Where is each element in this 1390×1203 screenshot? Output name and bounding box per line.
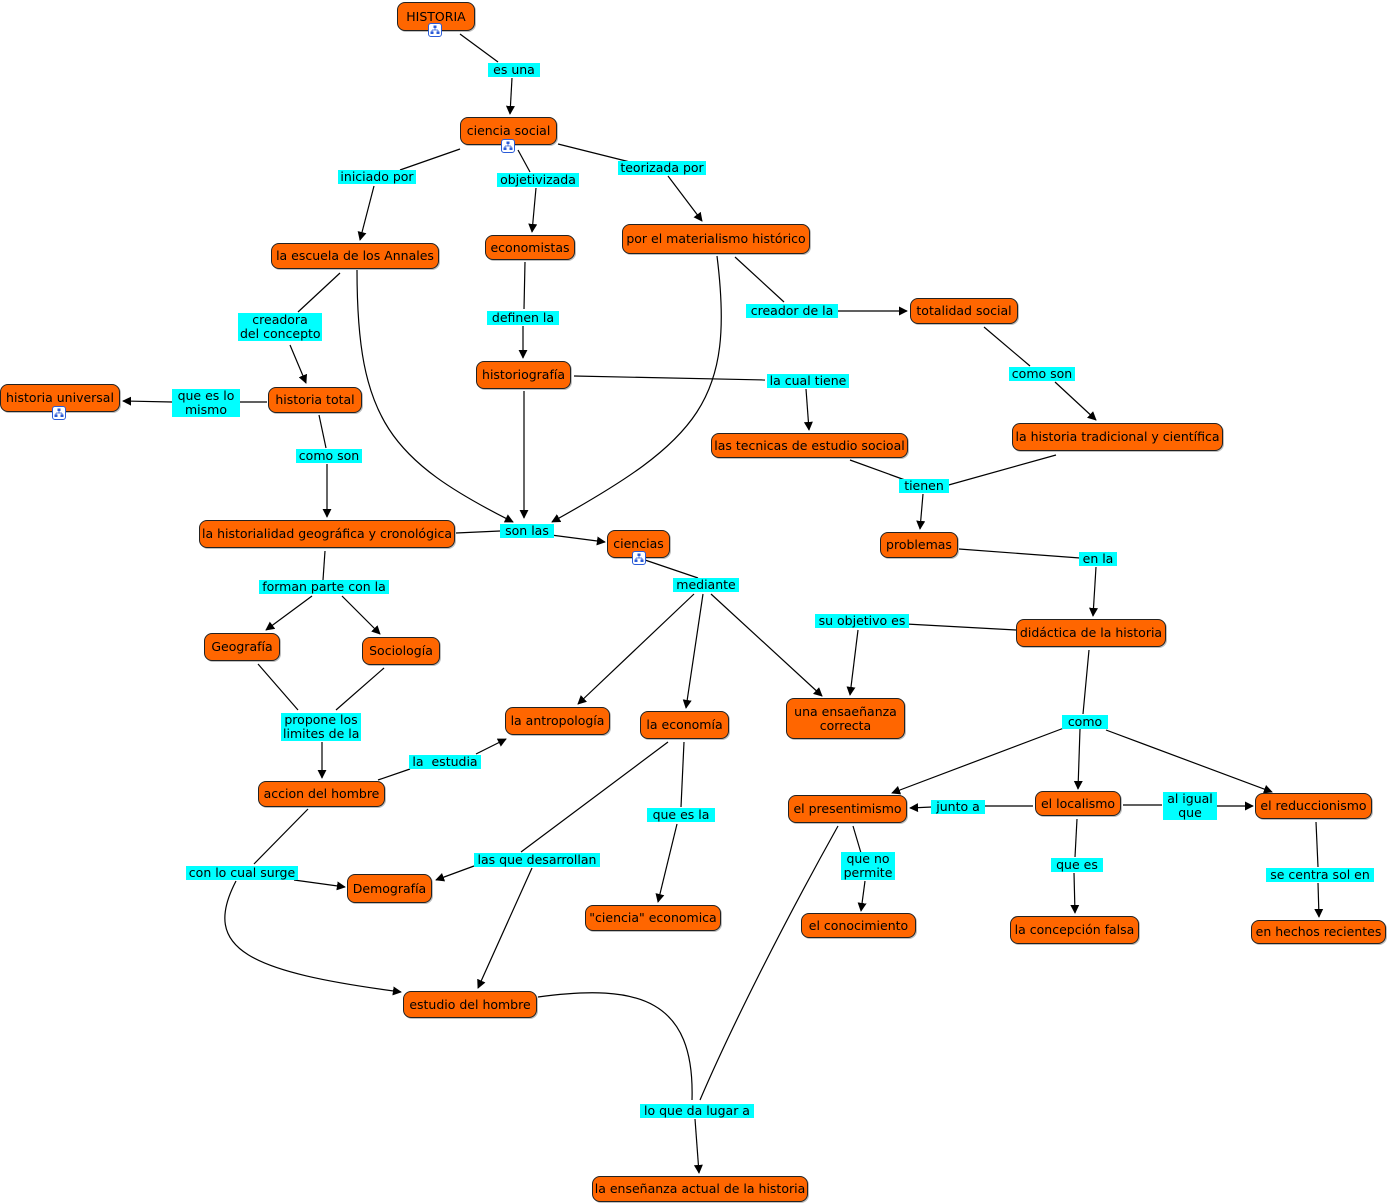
link-label-la-cual-tiene: la cual tiene [767, 374, 849, 388]
concept-label: ciencia social [466, 123, 551, 138]
concept-economistas[interactable]: economistas [485, 235, 575, 260]
link-label-como-son: como son [296, 449, 362, 463]
concept-hechos-recientes[interactable]: en hechos recientes [1251, 920, 1386, 944]
link-label-que-es-la: que es la [647, 808, 715, 822]
link-label-su-objetivo-es: su objetivo es [815, 614, 909, 628]
concept-concepcion-falsa[interactable]: la concepción falsa [1010, 916, 1139, 944]
concept-label: "ciencia" economica [589, 910, 717, 925]
concept-conocimiento[interactable]: el conocimiento [801, 913, 916, 938]
submap-icon[interactable] [52, 406, 66, 420]
concept-materialismo-historico[interactable]: por el materialismo histórico [622, 224, 810, 254]
concept-sociologia[interactable]: Sociología [362, 637, 440, 665]
link-label-las-que-desarrollan: las que desarrollan [474, 853, 600, 867]
link-label-como: como [1062, 715, 1108, 729]
concept-label: Sociología [369, 643, 433, 658]
link-label-en-la: en la [1079, 552, 1117, 566]
link-label-definen-la: definen la [487, 311, 559, 325]
concept-label: economistas [490, 239, 570, 255]
concept-totalidad-social[interactable]: totalidad social [910, 298, 1018, 324]
link-label-la-estudia: la estudia [409, 755, 481, 769]
concept-label: en hechos recientes [1255, 924, 1382, 939]
concept-label: la antropología [510, 713, 605, 728]
concept-antropologia[interactable]: la antropología [505, 707, 610, 735]
concept-estudio-hombre[interactable]: estudio del hombre [403, 991, 537, 1018]
concept-tecnicas-estudio[interactable]: las tecnicas de estudio socioal [711, 433, 908, 458]
concept-demografia[interactable]: Demografía [347, 874, 432, 903]
concept-label: el conocimiento [808, 917, 909, 933]
submap-icon[interactable] [632, 551, 646, 565]
concept-label: la historialidad geográfica y cronológic… [201, 526, 453, 541]
link-label-creadora-del-concepto: creadora del concepto [238, 312, 322, 341]
concept-historiografia[interactable]: historiografía [476, 361, 571, 389]
concept-label: por el materialismo histórico [626, 231, 806, 246]
concept-label: historia total [275, 392, 355, 407]
concept-ensenanza-correcta[interactable]: una ensaeñanza correcta [786, 698, 905, 739]
concept-label: historiografía [482, 367, 565, 382]
link-label-junto-a: junto a [931, 800, 985, 814]
concept-label: la economía [646, 717, 723, 732]
concept-label: la historia tradicional y científica [1015, 429, 1220, 444]
concept-ensenanza-actual[interactable]: la enseñanza actual de la historia [592, 1176, 808, 1202]
concept-label: el reduccionismo [1260, 798, 1367, 813]
concept-label: estudio del hombre [409, 996, 531, 1012]
link-label-creador-de-la: creador de la [746, 304, 838, 318]
link-label-es-una: es una [488, 63, 540, 77]
link-label-al-igual-que: al igual que [1163, 792, 1217, 820]
concept-historia-total[interactable]: historia total [268, 387, 362, 413]
link-label-mediante: mediante [673, 578, 739, 592]
concept-presentimismo[interactable]: el presentimismo [788, 795, 907, 823]
concept-label: accion del hombre [263, 786, 380, 801]
submap-icon[interactable] [428, 23, 442, 37]
concept-label: historia universal [6, 390, 114, 405]
link-label-lo-que-da-lugar-a: lo que da lugar a [640, 1104, 754, 1118]
concept-geografia[interactable]: Geografía [204, 633, 280, 661]
link-label-como-son: como son [1009, 367, 1075, 381]
link-label-teorizada-por: teorizada por [618, 161, 706, 175]
link-label-con-lo-cual-surge: con lo cual surge [186, 866, 298, 880]
concept-label: las tecnicas de estudio socioal [714, 437, 905, 453]
concept-historialidad[interactable]: la historialidad geográfica y cronológic… [199, 520, 455, 548]
concept-label: didáctica de la historia [1019, 625, 1163, 640]
concept-label: el localismo [1040, 795, 1116, 811]
concept-label: una ensaeñanza correcta [794, 703, 897, 733]
concept-label: ciencias [613, 536, 664, 551]
concept-escuela-annales[interactable]: la escuela de los Annales [271, 243, 439, 269]
concept-label: el presentimismo [793, 801, 902, 816]
concept-historia-tradicional[interactable]: la historia tradicional y científica [1012, 423, 1223, 451]
concept-label: Geografía [211, 639, 273, 654]
link-label-son-las: son las [500, 524, 554, 538]
concept-reduccionismo[interactable]: el reduccionismo [1255, 793, 1372, 819]
concept-didactica-historia[interactable]: didáctica de la historia [1016, 619, 1166, 647]
concept-label: la enseñanza actual de la historia [594, 1181, 806, 1196]
concept-problemas[interactable]: problemas [880, 532, 958, 558]
concept-ciencia-economica[interactable]: "ciencia" economica [585, 905, 721, 931]
concept-label: la concepción falsa [1014, 922, 1135, 937]
link-label-que-no-permite: que no permite [841, 852, 895, 880]
concept-label: la escuela de los Annales [276, 248, 434, 263]
link-label-se-centra-sol-en: se centra sol en [1266, 868, 1374, 882]
link-label-forman-parte-con-la: forman parte con la [259, 580, 389, 594]
link-label-objetivizada: objetivizada [497, 173, 579, 187]
link-label-iniciado-por: iniciado por [338, 170, 416, 184]
concept-localismo[interactable]: el localismo [1035, 791, 1121, 816]
concept-label: Demografía [352, 880, 427, 896]
link-label-que-es-lo-mismo: que es lo mismo [172, 389, 240, 417]
concept-label: problemas [886, 537, 952, 552]
link-label-que-es: que es [1051, 858, 1103, 872]
concept-label: HISTORIA [406, 8, 466, 24]
concept-label: totalidad social [916, 303, 1012, 318]
link-label-tienen: tienen [899, 479, 949, 493]
submap-icon[interactable] [501, 139, 515, 153]
concept-economia[interactable]: la economía [640, 711, 729, 739]
concept-accion-hombre[interactable]: accion del hombre [258, 781, 385, 807]
link-label-propone-los-limites: propone los limites de la [281, 712, 361, 741]
